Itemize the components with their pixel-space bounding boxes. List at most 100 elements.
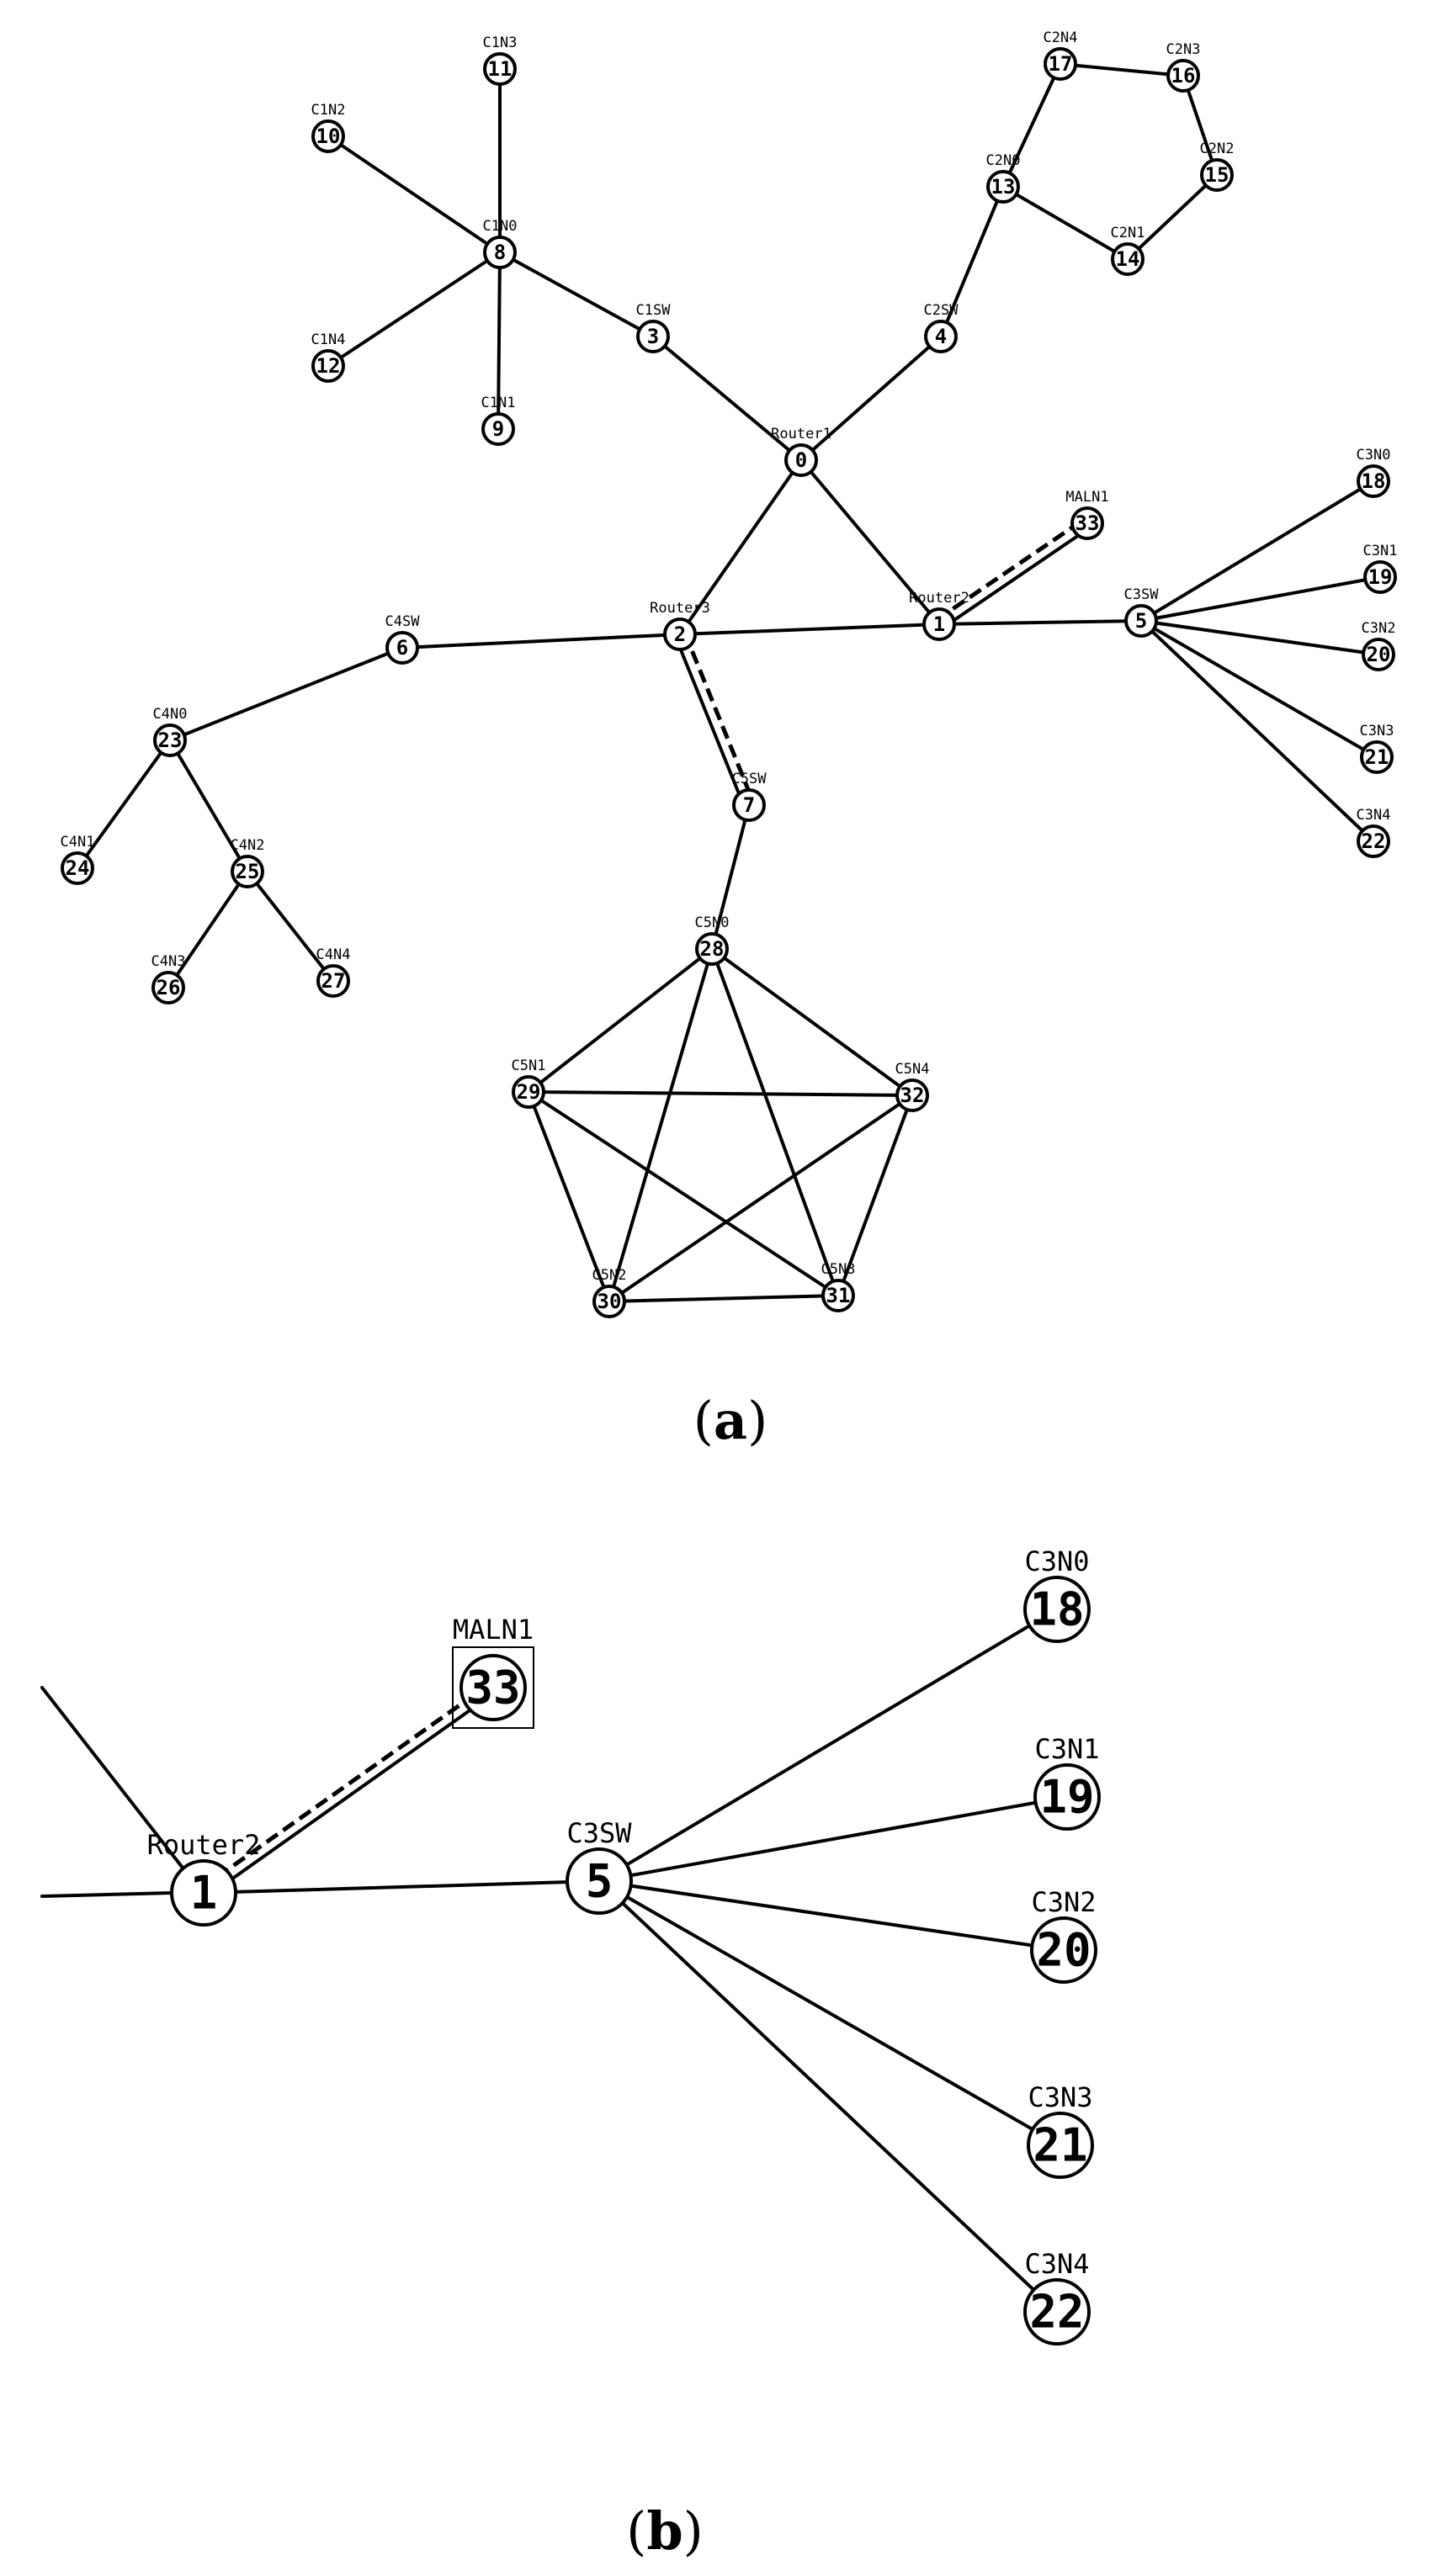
panel-a-node-17-circle — [1044, 47, 1077, 81]
panel-a-edge-3-8 — [498, 251, 655, 338]
panel-a-node-1-circle — [922, 607, 956, 641]
panel-a-edge-30-31 — [608, 1294, 840, 1303]
panel-a-node-0-circle — [784, 443, 818, 477]
panel-b-node-1-id: 1 — [190, 1867, 218, 1920]
panel-a-edge-5-18 — [1139, 480, 1375, 623]
panel-a-edge-8-10 — [327, 135, 502, 254]
panel-a-edge-25-27 — [246, 870, 335, 983]
panel-a-node-24: 24 C4N1 — [61, 834, 95, 885]
panel-a-node-28-id: 28 — [700, 937, 725, 961]
panel-a-node-2-circle — [663, 617, 697, 651]
panel-a-node-33-circle — [1070, 506, 1104, 540]
panel-a-node-4-id: 4 — [935, 325, 947, 348]
panel-a-node-8-id: 8 — [494, 241, 506, 264]
panel-b-edge-5-19 — [598, 1795, 1069, 1883]
panel-a-edge-1-5 — [937, 619, 1143, 626]
panel-a-node-15-id: 15 — [1205, 163, 1230, 187]
panel-a-node-29-id: 29 — [517, 1080, 541, 1104]
panel-b-offscreen-edge-1 — [40, 1686, 187, 1873]
panel-a-node-31-circle — [821, 1279, 855, 1312]
panel-a-node-20-id: 20 — [1367, 643, 1391, 666]
panel-b-node-20-label: C3N2 — [1031, 1886, 1096, 1918]
panel-a-node-25-id: 25 — [236, 860, 260, 883]
panel-a-node-13-label: C2N0 — [986, 152, 1021, 169]
panel-a-node-28-label: C5N0 — [695, 914, 730, 931]
panel-a-node-8-label: C1N0 — [483, 218, 518, 235]
panel-a-edge-1-2 — [678, 623, 941, 636]
panel-b-edges — [40, 1608, 1069, 2314]
panel-b-caption-open: ( — [626, 2500, 646, 2562]
panel-b-edge-5-22 — [598, 1879, 1059, 2314]
panel-a-node-29: 29 C5N1 — [512, 1057, 546, 1109]
panel-a-node-15-circle — [1200, 158, 1234, 192]
panel-a-node-7-label: C5SW — [732, 771, 767, 787]
panel-a-node-16-circle — [1166, 59, 1200, 93]
panel-a-edge-0-3 — [651, 335, 803, 462]
panel-a-edge-14-13 — [1001, 185, 1129, 261]
panel-a-edge-8-12 — [327, 251, 502, 368]
panel-b-edge-5-20 — [598, 1879, 1065, 1952]
panel-a-edge-23-24 — [76, 739, 172, 870]
panel-b-node-22-circle — [1023, 2278, 1091, 2345]
panel-b-edge-1-5 — [202, 1879, 601, 1895]
panel-a-node-32-label: C5N4 — [895, 1061, 930, 1078]
panel-a-node-26-label: C4N3 — [151, 953, 186, 970]
panel-a-node-9-id: 9 — [492, 417, 504, 441]
panel-a-dashed-edge-2-7-dashes — [682, 631, 756, 804]
panel-a-node-29-label: C5N1 — [512, 1057, 546, 1074]
panel-a-node-14-label: C2N1 — [1111, 225, 1145, 241]
panel-b-node-20-circle — [1030, 1916, 1097, 1984]
panel-a-caption-open: ( — [693, 1390, 714, 1451]
panel-b-node-33-circle — [459, 1654, 527, 1721]
panel-a-node-18-id: 18 — [1362, 469, 1386, 493]
panel-a-node-10-id: 10 — [316, 125, 341, 148]
panel-a-node-33-id: 33 — [1076, 511, 1100, 535]
panel-a-edge-0-4 — [799, 335, 943, 462]
panel-a-node-21-id: 21 — [1365, 745, 1389, 769]
panel-a-node-24-label: C4N1 — [61, 834, 95, 851]
panel-a-edge-6-23 — [168, 646, 404, 742]
panel-a-node-3-circle — [636, 320, 670, 353]
panel-a-node-26-circle — [151, 971, 185, 1004]
panel-a-node-5-label: C3SW — [1124, 586, 1160, 603]
panel-a-node-21-circle — [1360, 740, 1394, 774]
panel-a-node-26-id: 26 — [157, 976, 181, 999]
panel-b-dashed-edge-1-33-solid — [204, 1689, 498, 1899]
panel-a-node-12-label: C1N4 — [311, 331, 346, 348]
panel-a-node-9-circle — [481, 412, 515, 446]
panel-a-node-4-circle — [924, 320, 958, 353]
panel-b-node-19-label: C3N1 — [1034, 1733, 1099, 1765]
panel-a-node-14-circle — [1111, 242, 1145, 276]
panel-b-edge-5-21 — [598, 1879, 1062, 2147]
panel-a-edge-2-6 — [401, 633, 682, 649]
panel-b-node-22-id: 22 — [1029, 2286, 1084, 2339]
panel-a-node-19-circle — [1363, 560, 1397, 594]
panel-a-node-12-circle — [311, 349, 345, 383]
panel-a-node-5-circle — [1124, 604, 1158, 638]
panel-a-edge-0-1 — [799, 458, 941, 626]
panel-a-node-11-circle — [483, 52, 517, 86]
panel-a-edge-28-29 — [527, 947, 714, 1094]
panel-a-node-6-id: 6 — [396, 636, 408, 660]
panel-a-edge-5-22 — [1139, 619, 1375, 843]
panel-a-node-24-id: 24 — [66, 856, 90, 880]
panel-a-edge-13-17 — [1001, 62, 1062, 188]
panel-a-node-22-label: C3N4 — [1357, 807, 1391, 824]
